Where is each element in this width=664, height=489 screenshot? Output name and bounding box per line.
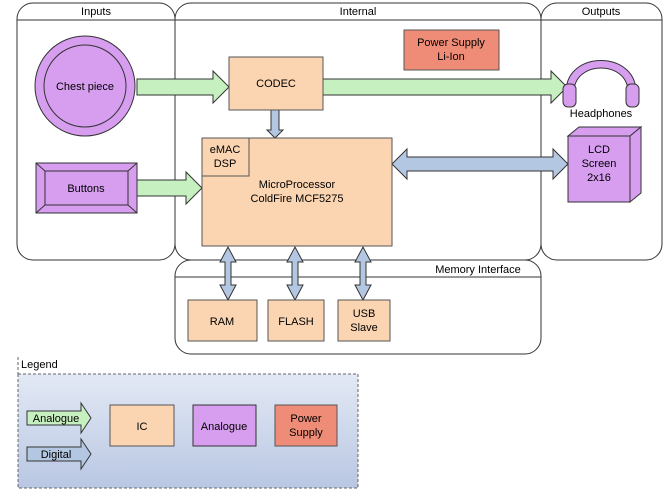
lcd-label-3: 2x16: [587, 172, 611, 184]
usb-label-1: USB: [353, 308, 376, 320]
legend-power-supply-label-2: Supply: [289, 427, 323, 439]
codec-block: CODEC: [228, 56, 324, 111]
emac-label-2: DSP: [214, 158, 237, 170]
chest-piece-label: Chest piece: [56, 81, 114, 93]
ram-block: RAM: [187, 299, 258, 342]
outputs-title: Outputs: [582, 6, 621, 18]
codec-label: CODEC: [256, 78, 296, 90]
digital-arrow-cpu-flash: [286, 245, 304, 302]
lcd-label-1: LCD: [588, 144, 610, 156]
legend: Legend Analogue Digital IC Analogue Powe…: [17, 357, 359, 489]
microprocessor-block: MicroProcessor ColdFire MCF5275: [201, 137, 393, 247]
power-supply-label-1: Power Supply: [417, 37, 485, 49]
digital-arrow-cpu-usb: [354, 245, 372, 302]
emac-dsp-block: eMAC DSP: [201, 137, 250, 177]
internal-title: Internal: [340, 6, 377, 18]
legend-digital-arrow-label: Digital: [41, 449, 72, 461]
inputs-title: Inputs: [81, 6, 111, 18]
analogue-arrow-codec-to-headphones: [322, 69, 568, 105]
legend-ic-label: IC: [137, 421, 148, 433]
usb-slave-block: USB Slave: [337, 299, 391, 342]
legend-analogue-arrow: [26, 401, 92, 435]
legend-title: Legend: [21, 359, 58, 371]
power-supply-label-2: Li-Ion: [437, 51, 465, 63]
legend-analogue-swatch: [192, 404, 257, 447]
emac-label-1: eMAC: [210, 144, 241, 156]
headphones-label: Headphones: [570, 108, 633, 120]
flash-label: FLASH: [278, 316, 314, 328]
buttons-block: Buttons: [35, 162, 138, 214]
chest-piece-block: Chest piece: [34, 35, 136, 137]
lcd-label-2: Screen: [582, 158, 617, 170]
lcd-screen-block: LCD Screen 2x16: [566, 125, 643, 204]
legend-ic-swatch: [109, 404, 175, 447]
microprocessor-label-2: ColdFire MCF5275: [251, 193, 344, 205]
legend-digital-arrow: [26, 437, 92, 471]
headphones-block: Headphones: [562, 60, 640, 120]
memory-interface-title: Memory Interface: [435, 264, 521, 276]
flash-block: FLASH: [267, 299, 325, 342]
analogue-arrow-chest-to-codec: [136, 69, 230, 105]
power-supply-block: Power Supply Li-Ion: [403, 29, 500, 71]
analogue-arrow-buttons-to-cpu: [136, 170, 203, 206]
ram-label: RAM: [210, 316, 234, 328]
legend-analogue-arrow-label: Analogue: [33, 413, 80, 425]
legend-power-supply-label-1: Power: [290, 413, 322, 425]
buttons-label: Buttons: [67, 183, 105, 195]
legend-analogue-label: Analogue: [201, 421, 248, 433]
usb-label-2: Slave: [350, 322, 378, 334]
digital-arrow-cpu-ram: [219, 245, 237, 302]
legend-power-supply-swatch: [274, 404, 338, 447]
microprocessor-label-1: MicroProcessor: [259, 179, 336, 191]
